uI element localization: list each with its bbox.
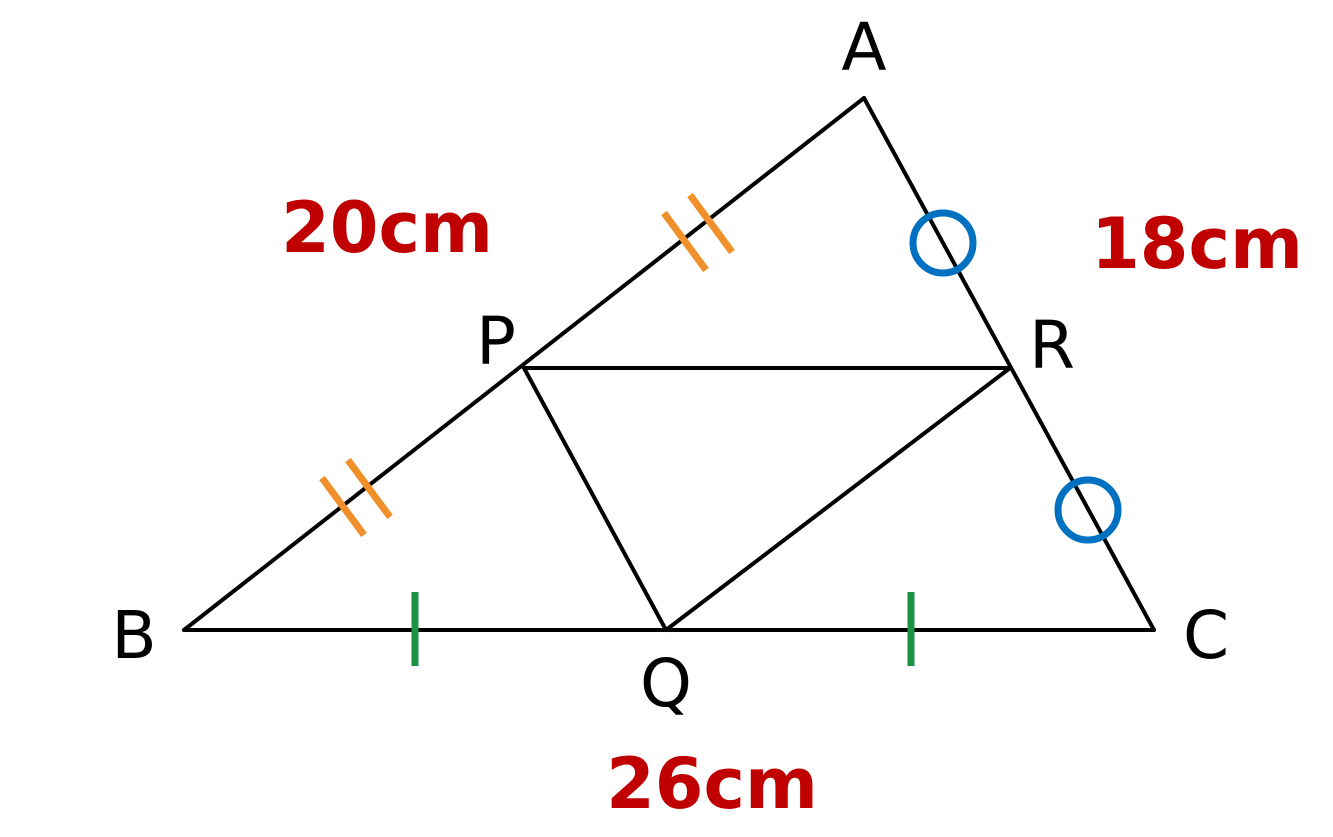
double-tick-mark-ap (661, 192, 735, 273)
vertex-label-q: Q (640, 645, 692, 722)
segment-qr (664, 366, 1012, 632)
tick-mark (661, 210, 709, 273)
circle-mark-rc (1054, 476, 1122, 544)
length-label-bc: 26cm (606, 743, 818, 825)
vertex-label-p: P (476, 303, 516, 380)
vertex-label-c: C (1183, 597, 1229, 674)
tick-mark (319, 475, 367, 538)
circle-mark-ar (909, 209, 977, 277)
segment-pq (522, 366, 668, 632)
tick-mark (687, 192, 735, 255)
length-label-ab: 20cm (281, 187, 493, 269)
length-label-ac: 18cm (1091, 203, 1303, 285)
tick-mark (345, 457, 393, 520)
vertex-label-r: R (1029, 307, 1075, 384)
side-ac (862, 96, 1156, 632)
double-tick-mark-pb (319, 457, 393, 538)
side-ab (182, 96, 866, 632)
vertex-label-a: A (841, 9, 886, 86)
vertex-label-b: B (111, 597, 156, 674)
